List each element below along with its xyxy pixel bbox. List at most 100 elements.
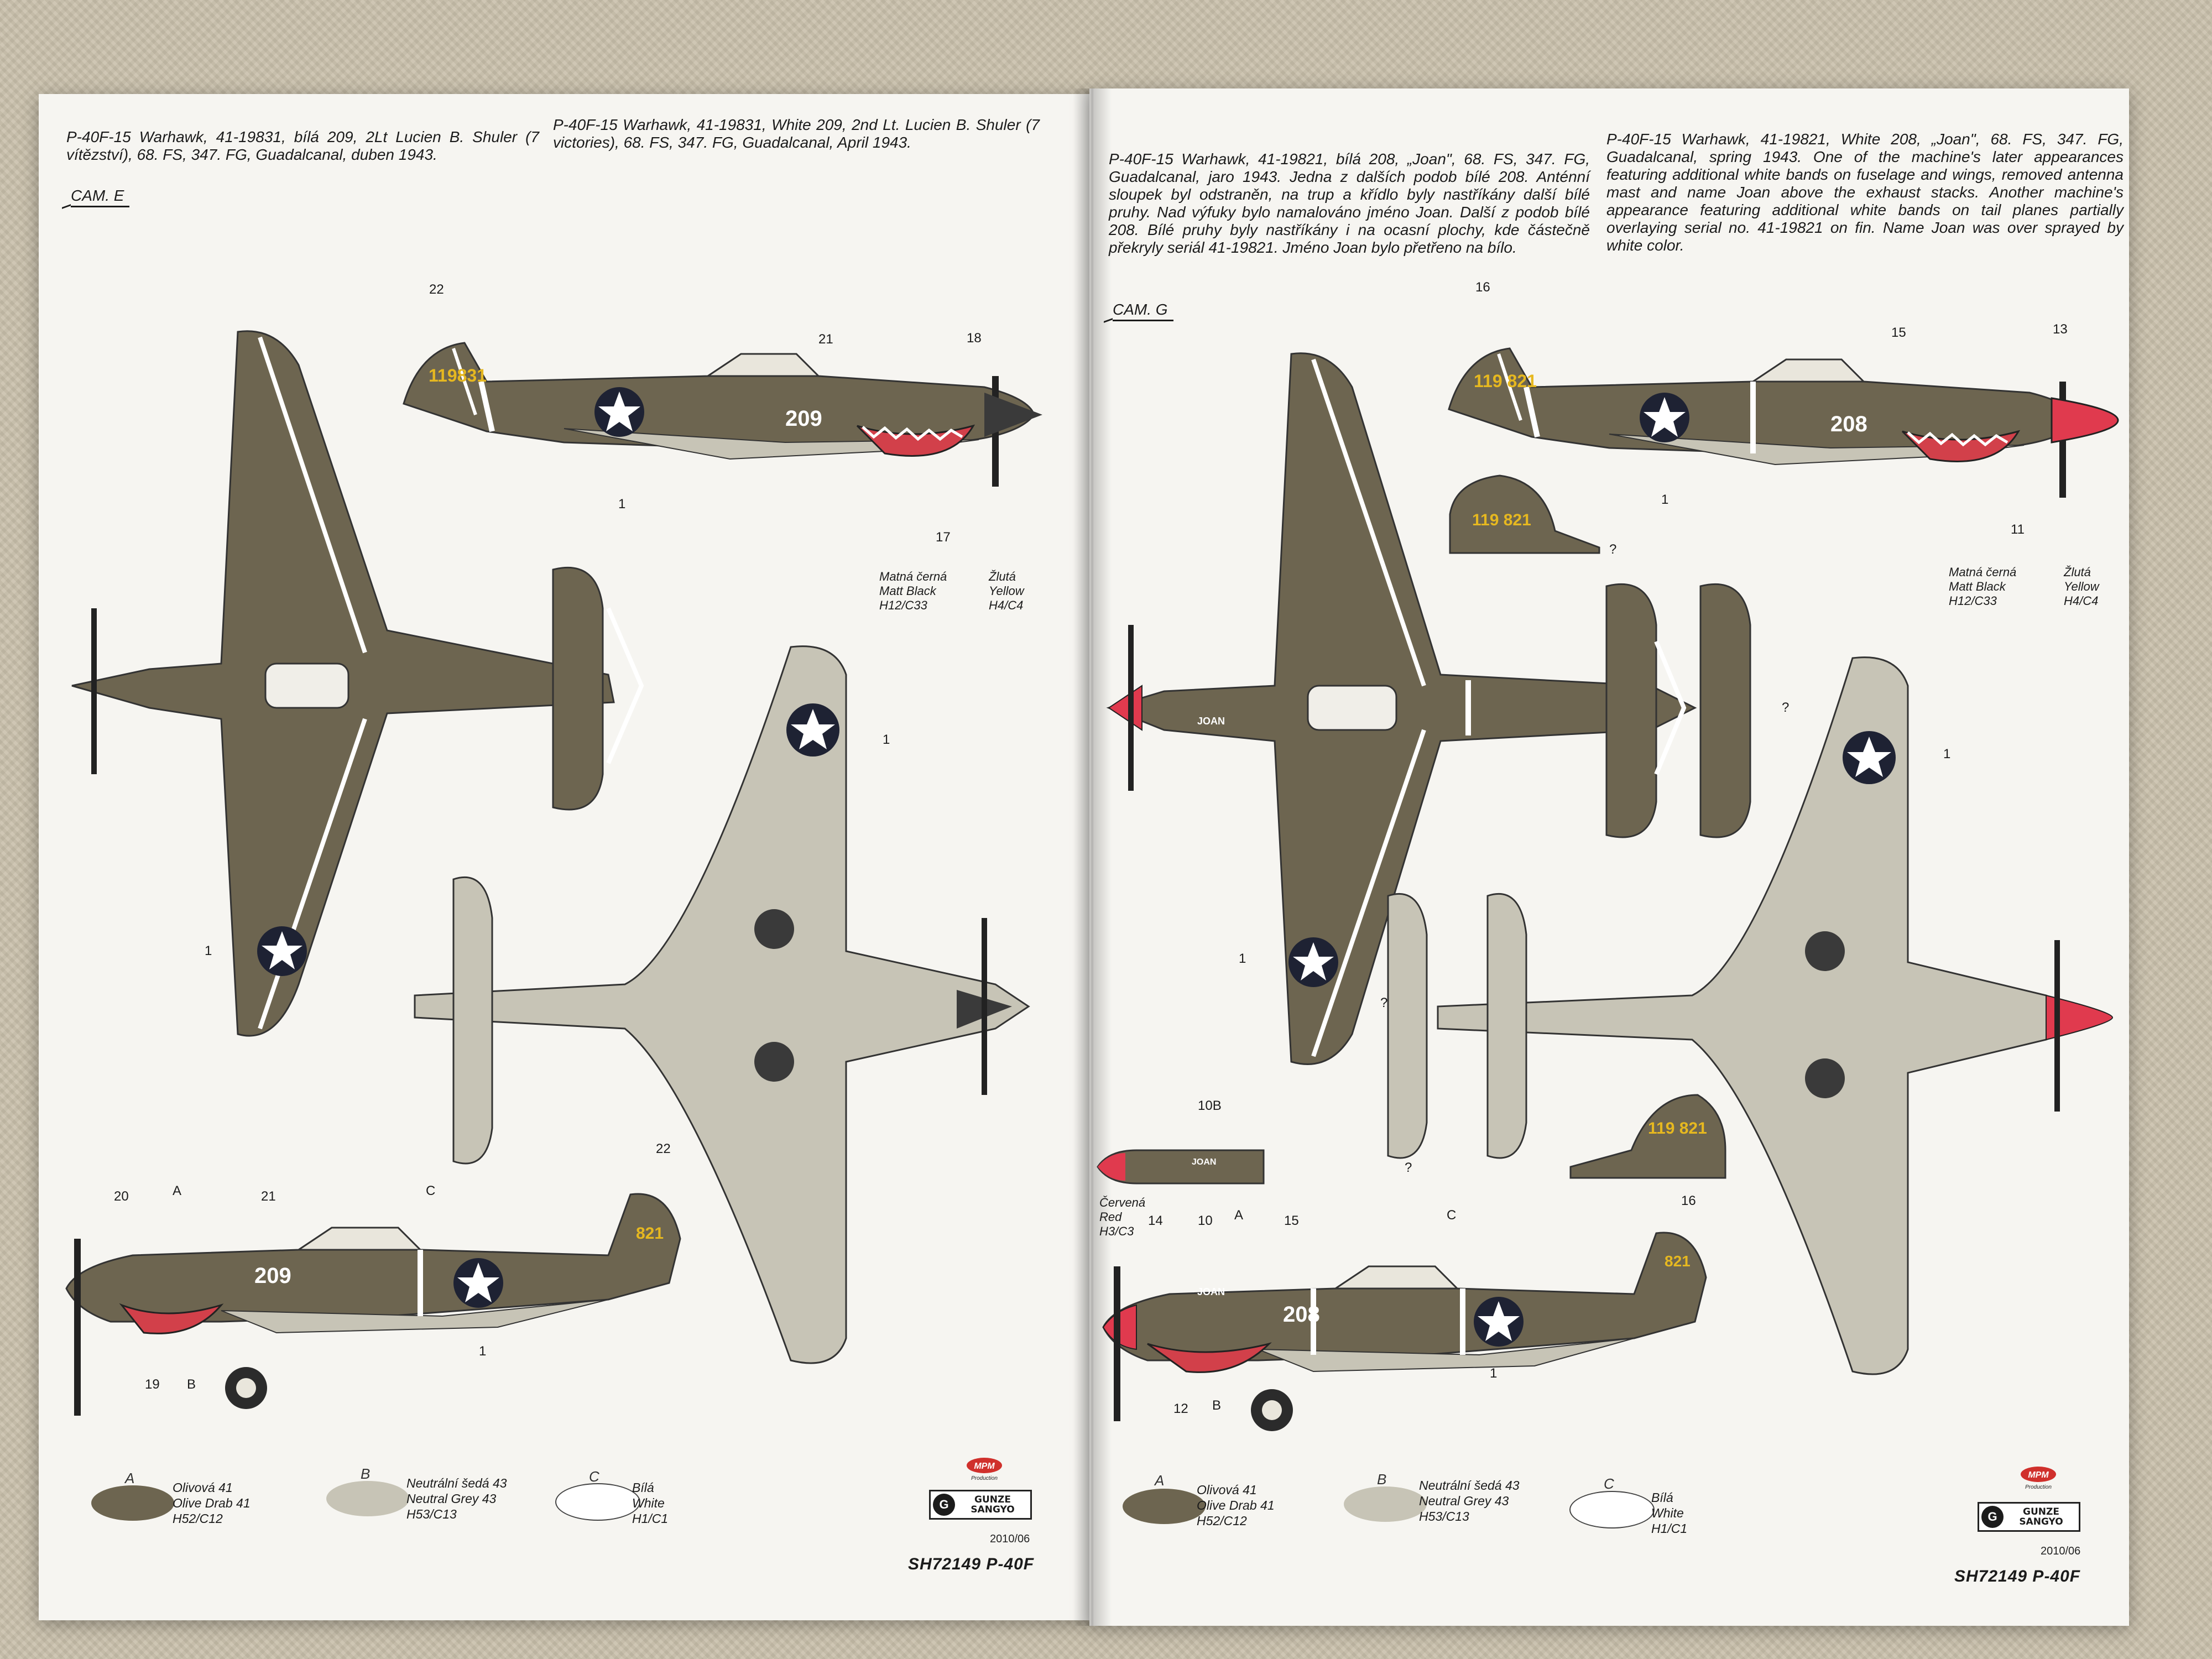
svg-text:MPM: MPM — [974, 1462, 995, 1471]
right-chip-letter-B: B — [1377, 1471, 1387, 1488]
svg-text:JOAN: JOAN — [1192, 1157, 1216, 1167]
right-callout-16b: 16 — [1681, 1193, 1696, 1208]
left-callout-1b: 1 — [205, 943, 212, 958]
right-callout-15b: 15 — [1284, 1213, 1299, 1228]
right-callout-C: C — [1447, 1208, 1457, 1223]
right-mpm-logo-icon: MPM Production — [2021, 1467, 2056, 1490]
left-chip-olive — [91, 1485, 174, 1521]
book-spine — [1073, 88, 1112, 1626]
left-code: SH72149 P-40F — [908, 1555, 1035, 1573]
left-callout-22b: 22 — [656, 1141, 671, 1156]
right-callout-1a: 1 — [1661, 492, 1669, 507]
right-callout-q3: ? — [1380, 995, 1388, 1010]
left-gunze-logo: G GUNZE SANGYO — [929, 1490, 1032, 1520]
svg-text:Production: Production — [2025, 1484, 2052, 1490]
left-camo-label: CAM. E — [71, 187, 130, 207]
right-tail-detail: 119 821 — [1569, 1094, 1726, 1179]
left-callout-A: A — [173, 1183, 182, 1198]
left-chip-white — [555, 1483, 640, 1521]
right-bottom-view — [1387, 656, 2114, 1375]
svg-text:208: 208 — [1830, 412, 1867, 436]
right-caption-en: P-40F-15 Warhawk, 41-19821, White 208, „… — [1606, 131, 2124, 254]
right-callout-B: B — [1212, 1398, 1222, 1413]
right-chip-olive — [1123, 1489, 1206, 1524]
svg-text:821: 821 — [1665, 1253, 1691, 1270]
right-callout-11: 11 — [2011, 522, 2025, 537]
right-page — [1089, 88, 2129, 1626]
right-nose-detail: JOAN — [1097, 1149, 1265, 1185]
left-callout-18: 18 — [967, 331, 982, 346]
right-callout-1b: 1 — [1239, 951, 1246, 966]
right-chip-letter-C: C — [1604, 1475, 1614, 1492]
left-callout-17: 17 — [936, 530, 951, 545]
left-side-view-left: 209 821 — [65, 1193, 681, 1416]
right-callout-16: 16 — [1475, 280, 1490, 295]
left-callout-22: 22 — [429, 282, 444, 297]
right-gunze-logo: G GUNZE SANGYO — [1978, 1502, 2080, 1532]
left-callout-1c: 1 — [883, 732, 890, 747]
svg-text:208: 208 — [1283, 1302, 1320, 1327]
svg-text:JOAN: JOAN — [1197, 1286, 1225, 1297]
left-page — [39, 94, 1089, 1620]
svg-text:209: 209 — [785, 406, 822, 431]
left-top-view — [71, 330, 644, 1037]
left-side-view-right: 119831 209 — [403, 342, 1042, 487]
left-caption-en: P-40F-15 Warhawk, 41-19831, White 209, 2… — [553, 116, 1040, 151]
svg-text:119 821: 119 821 — [1472, 511, 1531, 529]
right-callout-14: 14 — [1148, 1213, 1163, 1228]
gunze-emblem-icon-right: G — [1981, 1506, 2004, 1528]
left-chip-grey — [326, 1481, 409, 1516]
right-callout-q4: ? — [1405, 1160, 1412, 1175]
right-chip-letter-A: A — [1155, 1472, 1165, 1489]
svg-text:119 821: 119 821 — [1648, 1119, 1707, 1138]
right-callout-13: 13 — [2053, 322, 2068, 337]
left-bottom-view — [414, 645, 1030, 1364]
right-callout-10: 10 — [1198, 1213, 1213, 1228]
svg-text:119831: 119831 — [429, 366, 487, 385]
right-callout-A: A — [1234, 1208, 1244, 1223]
right-chip-white — [1569, 1491, 1655, 1528]
left-callout-C: C — [426, 1183, 436, 1198]
svg-text:MPM: MPM — [2028, 1470, 2049, 1480]
left-caption-cz: P-40F-15 Warhawk, 41-19831, bílá 209, 2L… — [66, 128, 539, 163]
left-callout-20: 20 — [114, 1189, 129, 1204]
left-callout-21b: 21 — [261, 1189, 276, 1204]
right-callout-1d: 1 — [1490, 1366, 1498, 1381]
right-chip-grey — [1344, 1486, 1427, 1522]
left-date: 2010/06 — [990, 1533, 1030, 1545]
right-callout-12: 12 — [1173, 1401, 1188, 1416]
right-paint-yellow: Žlutá Yellow H4/C4 — [2064, 565, 2099, 608]
svg-text:821: 821 — [636, 1224, 664, 1243]
right-side-view-right: 119 821 208 — [1448, 347, 2119, 498]
right-callout-q2: ? — [1782, 700, 1790, 715]
right-callout-15: 15 — [1891, 325, 1906, 340]
left-chip-letter-C: C — [589, 1468, 599, 1485]
right-date: 2010/06 — [2041, 1545, 2081, 1557]
svg-text:209: 209 — [254, 1264, 291, 1288]
right-fin-detail: 119 821 — [1449, 474, 1600, 554]
right-paint-red: Červená Red H3/C3 — [1099, 1196, 1146, 1238]
left-callout-1a: 1 — [618, 497, 626, 512]
right-callout-10B: 10B — [1198, 1098, 1222, 1113]
svg-text:Production: Production — [971, 1475, 998, 1481]
left-paint-black: Matná černá Matt Black H12/C33 — [879, 570, 947, 612]
right-callout-q1: ? — [1609, 542, 1617, 557]
right-paint-black: Matná černá Matt Black H12/C33 — [1949, 565, 2017, 608]
right-callout-1c: 1 — [1943, 747, 1951, 761]
svg-text:119 821: 119 821 — [1474, 371, 1537, 391]
left-callout-B: B — [187, 1377, 196, 1392]
left-paint-yellow: Žlutá Yellow H4/C4 — [989, 570, 1024, 612]
left-mpm-logo-icon: MPM Production — [967, 1458, 1002, 1481]
left-chip-letter-A: A — [125, 1470, 135, 1486]
right-side-view-left: JOAN 208 821 — [1102, 1232, 1707, 1431]
gunze-emblem-icon: G — [933, 1494, 955, 1516]
right-camo-label: CAM. G — [1113, 301, 1173, 321]
left-callout-19: 19 — [145, 1377, 160, 1392]
right-top-view: JOAN — [1106, 352, 1751, 1065]
